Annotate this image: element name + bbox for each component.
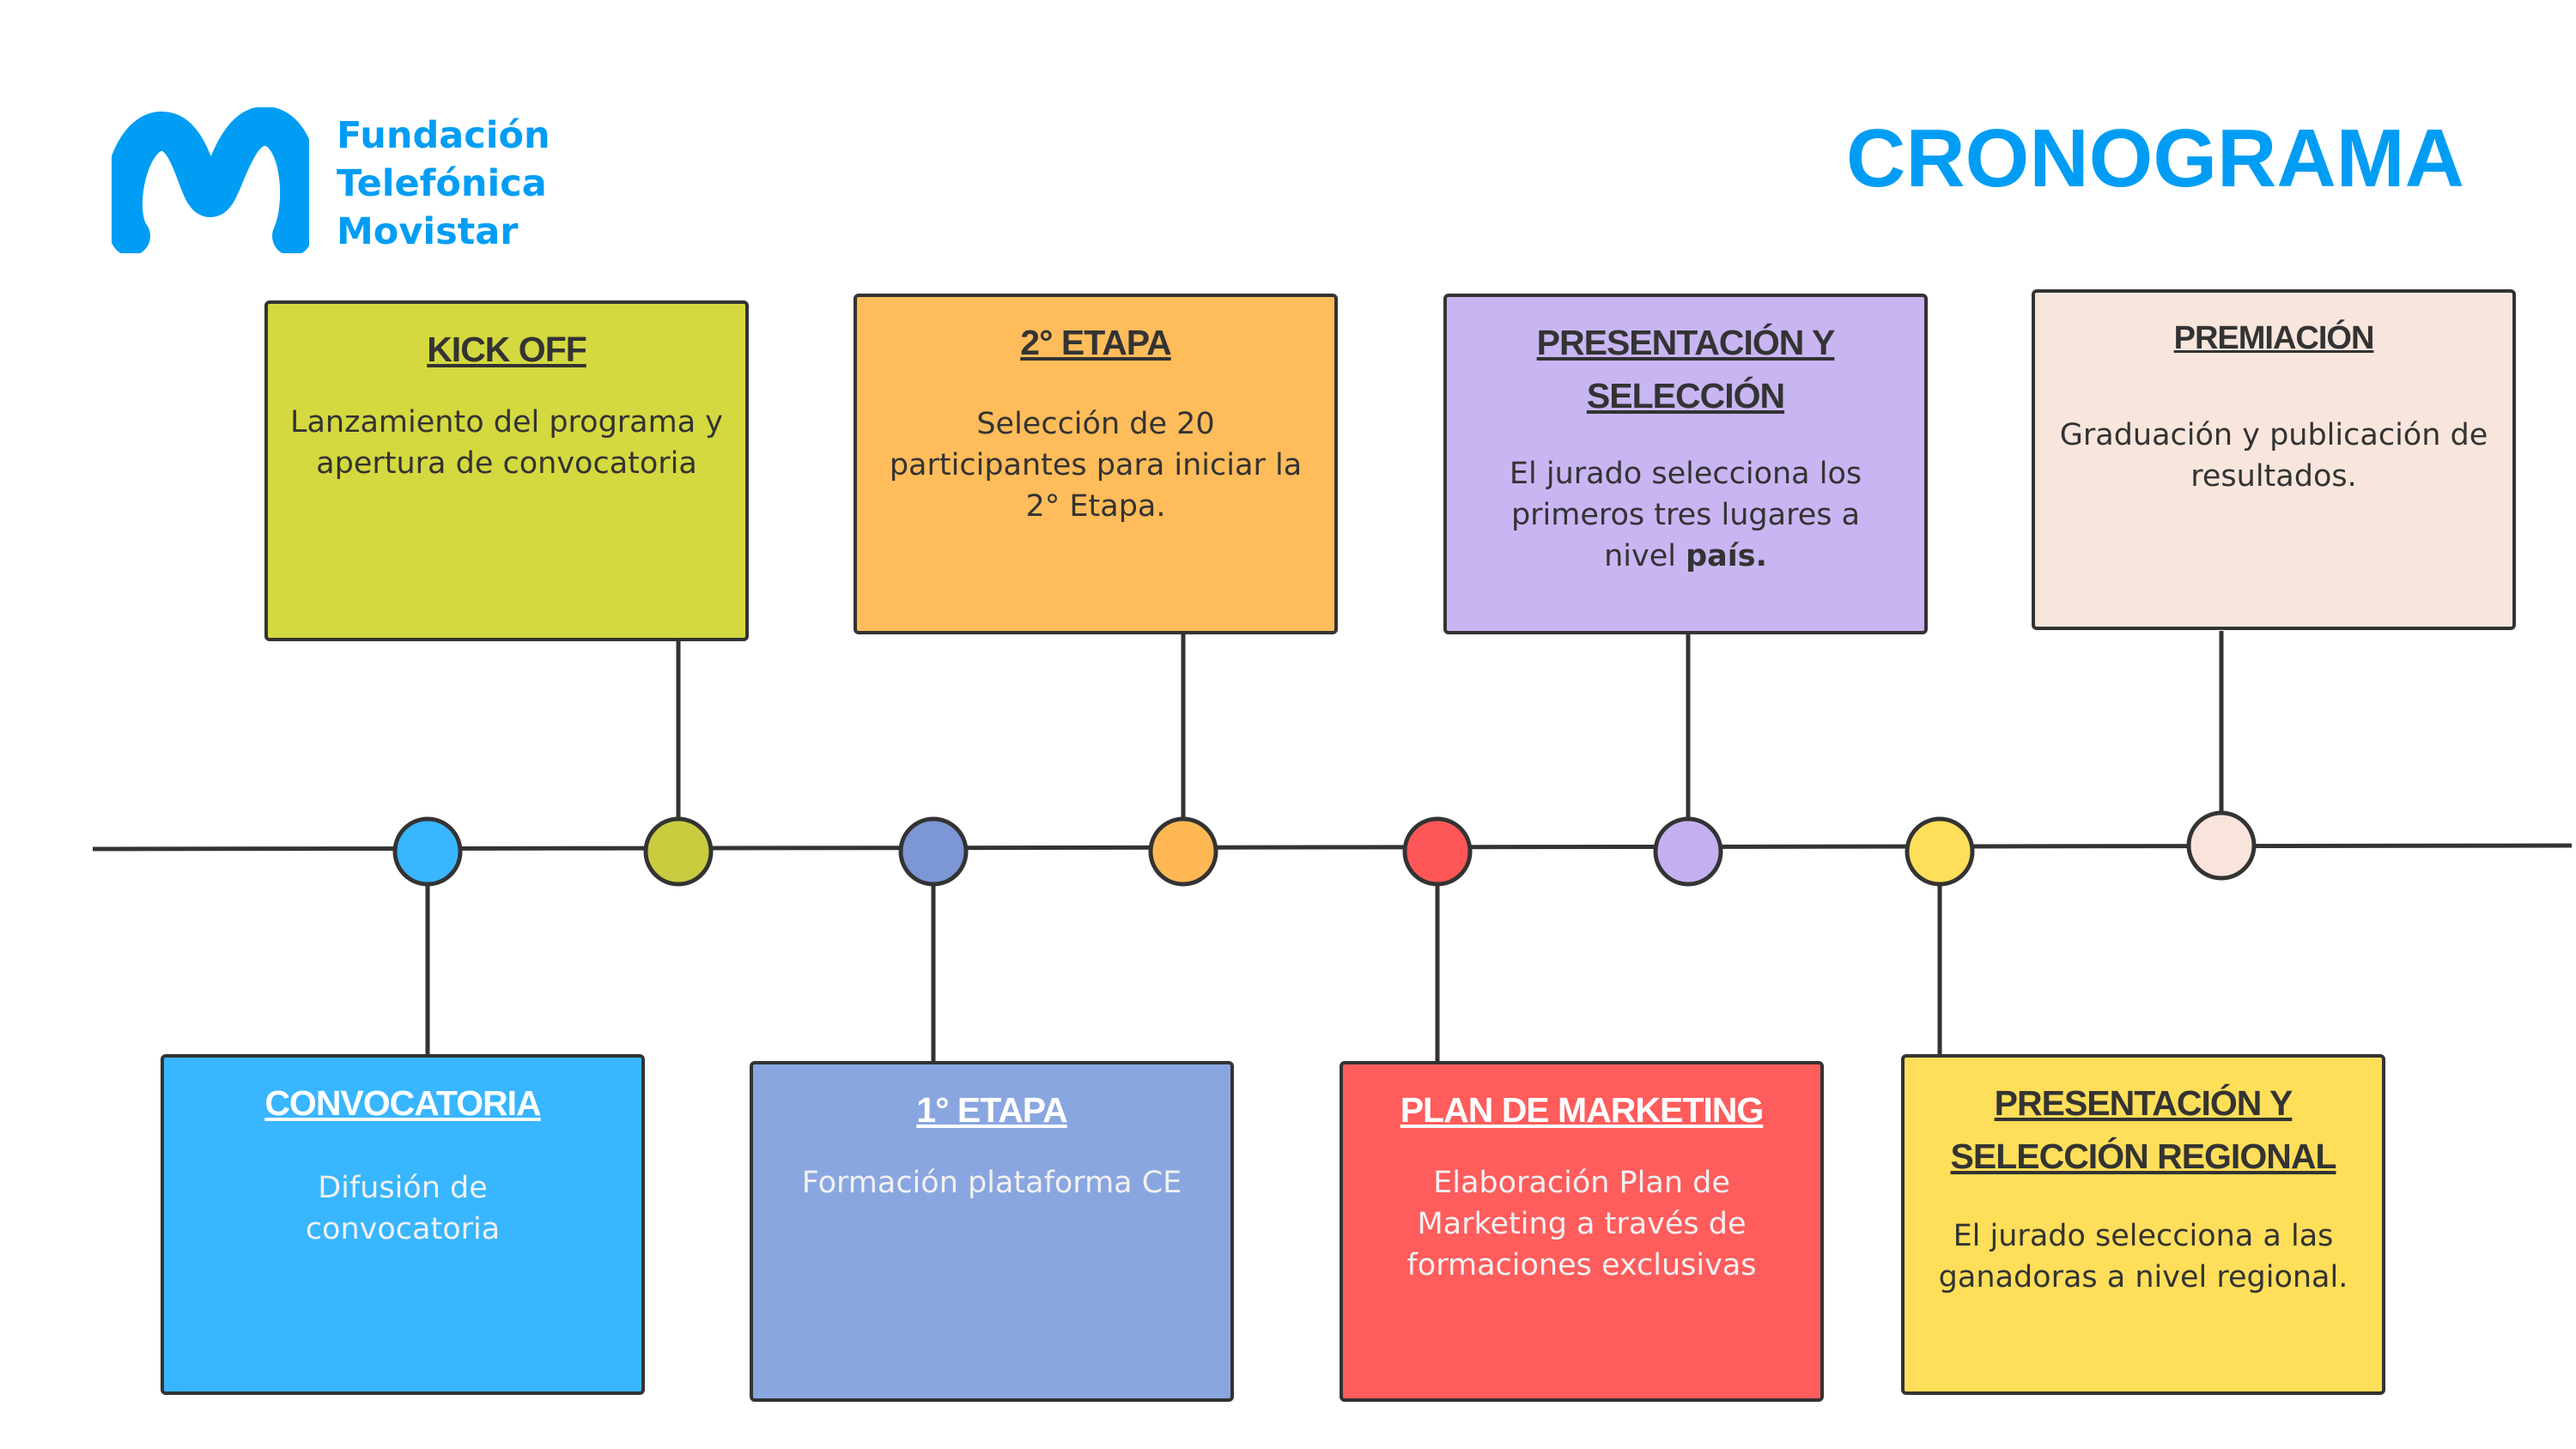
node-1-etapa — [898, 816, 969, 887]
card-presentacion-desc-text: El jurado selecciona los primeros tres l… — [1509, 457, 1862, 573]
card-kick-off: KICK OFF Lanzamiento del programa y aper… — [264, 300, 749, 641]
card-kick-off-desc: Lanzamiento del programa y apertura de c… — [289, 405, 724, 481]
card-1-etapa: 1° ETAPA Formación plataforma CE — [750, 1061, 1234, 1402]
card-1-etapa-desc: Formación plataforma CE — [801, 1166, 1182, 1200]
node-presentacion-seleccion — [1653, 816, 1723, 887]
node-plan-de-marketing — [1402, 816, 1473, 887]
card-presentacion-regional: PRESENTACIÓN Y SELECCIÓN REGIONAL El jur… — [1901, 1054, 2385, 1395]
card-2-etapa-desc: Selección de 20 participantes para inici… — [889, 407, 1303, 524]
card-1-etapa-title: 1° ETAPA — [916, 1090, 1067, 1130]
card-premiacion-title: PREMIACIÓN — [2173, 320, 2375, 356]
card-regional-title: PRESENTACIÓN Y SELECCIÓN REGIONAL — [1950, 1083, 2337, 1176]
brand-name: Fundación Telefónica Movistar — [337, 112, 550, 256]
card-premiacion-desc: Graduación y publicación de resultados. — [2059, 418, 2488, 494]
card-convocatoria-title: CONVOCATORIA — [264, 1083, 541, 1123]
card-presentacion-title: PRESENTACIÓN Y SELECCIÓN — [1536, 323, 1836, 415]
card-kick-off-title: KICK OFF — [427, 330, 587, 369]
card-regional-desc: El jurado selecciona a las ganadoras a n… — [1938, 1219, 2348, 1294]
node-2-etapa — [1148, 816, 1218, 887]
card-presentacion-desc-bold: país. — [1686, 539, 1767, 573]
card-marketing-desc: Elaboración Plan de Marketing a través d… — [1406, 1166, 1757, 1282]
brand-line-3: Movistar — [337, 210, 519, 253]
node-convocatoria — [392, 816, 463, 887]
node-kick-off — [643, 816, 714, 887]
timeline-axis — [92, 843, 2573, 852]
card-presentacion-desc: El jurado selecciona los primeros tres l… — [1467, 453, 1904, 577]
card-convocatoria: CONVOCATORIA Difusión de convocatoria — [161, 1054, 645, 1395]
brand-line-1: Fundación — [337, 114, 550, 157]
card-marketing-title: PLAN DE MARKETING — [1400, 1090, 1765, 1130]
node-premiacion — [2186, 810, 2257, 881]
card-convocatoria-desc: Difusión de convocatoria — [305, 1171, 501, 1246]
card-premiacion: PREMIACIÓN Graduación y publicación de r… — [2032, 289, 2516, 630]
card-2-etapa-title: 2° ETAPA — [1020, 323, 1171, 362]
card-2-etapa: 2° ETAPA Selección de 20 participantes p… — [854, 294, 1338, 634]
card-plan-de-marketing: PLAN DE MARKETING Elaboración Plan de Ma… — [1340, 1061, 1824, 1402]
page-title: CRONOGRAMA — [1846, 112, 2464, 204]
card-presentacion-seleccion: PRESENTACIÓN Y SELECCIÓN El jurado selec… — [1443, 294, 1928, 634]
node-presentacion-regional — [1905, 816, 1975, 887]
movistar-logo-icon — [112, 107, 309, 253]
brand-line-2: Telefónica — [337, 162, 547, 205]
